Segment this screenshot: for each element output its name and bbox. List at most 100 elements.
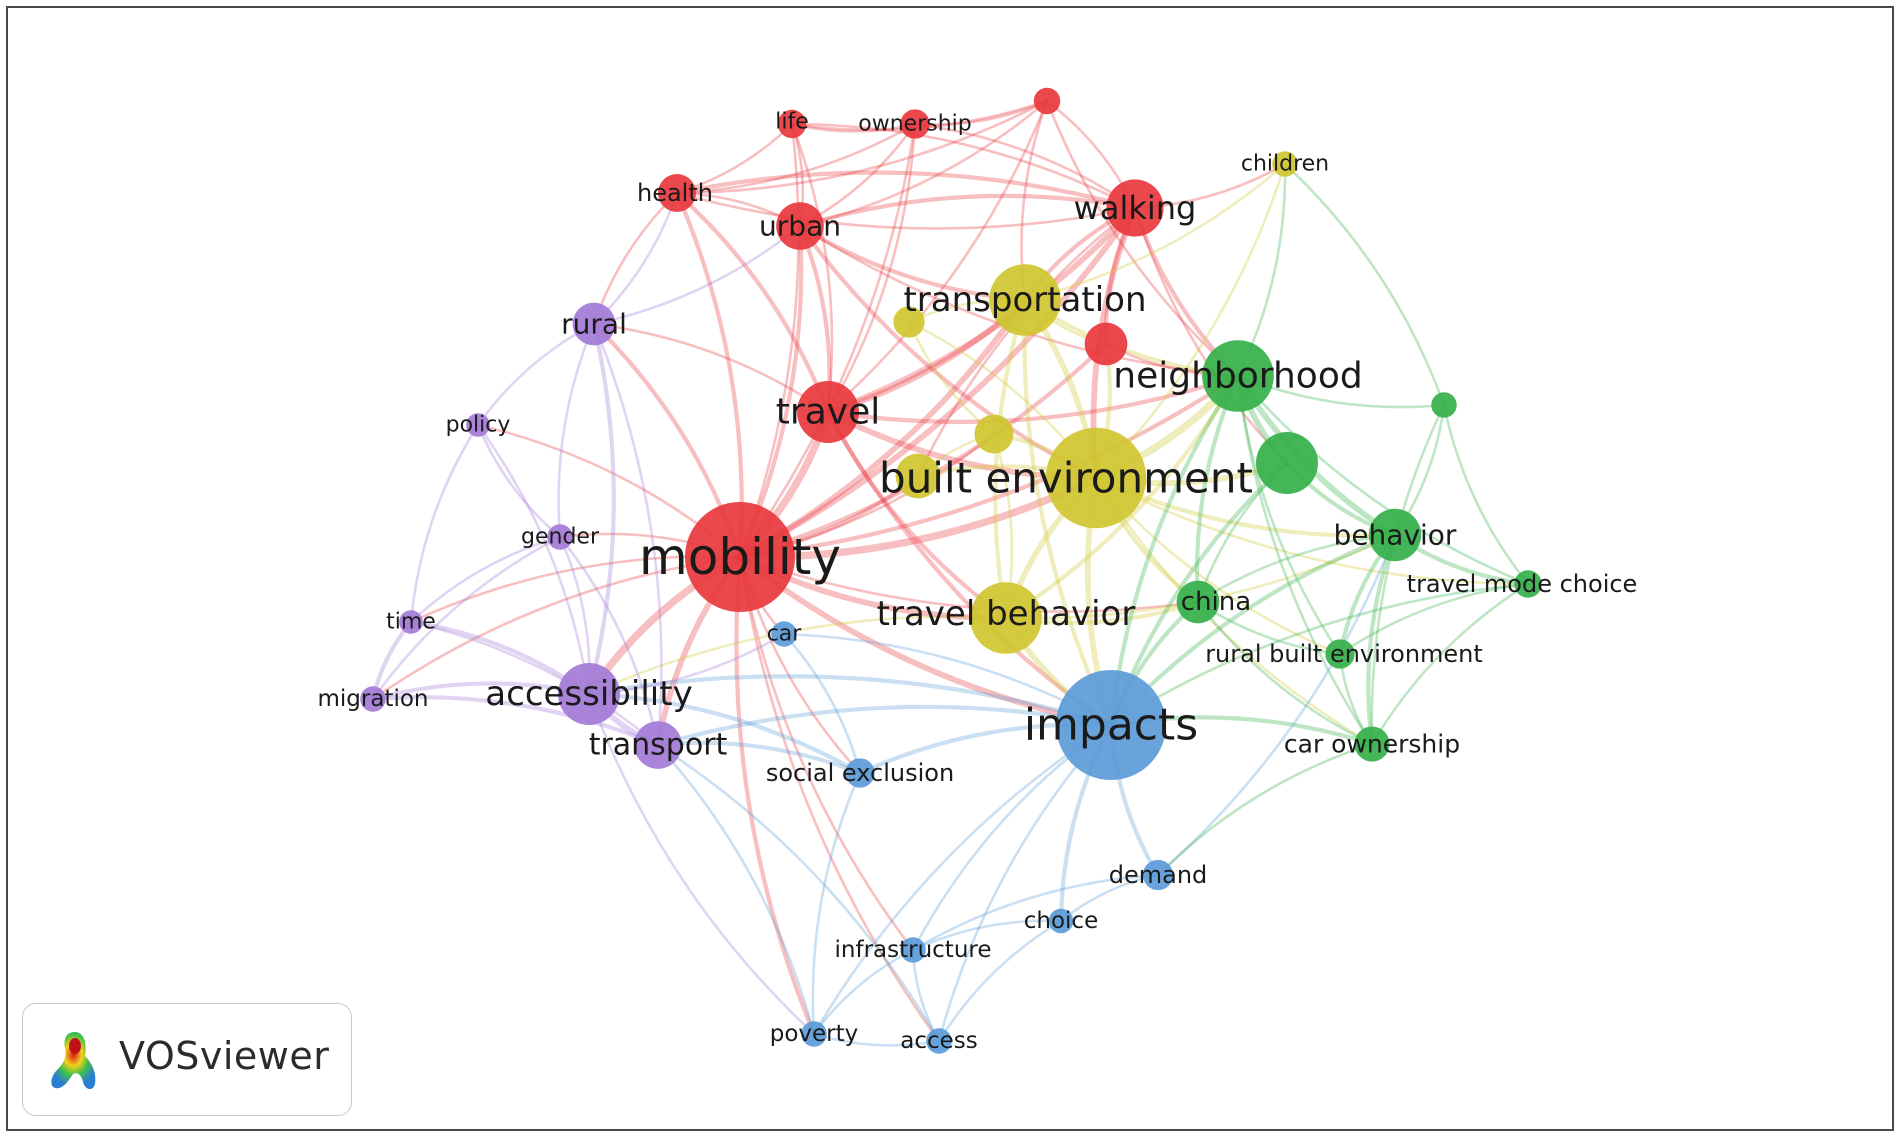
label-neighborhood[interactable]: neighborhood (1113, 356, 1362, 397)
node-life[interactable] (777, 109, 807, 139)
node-infrastructure[interactable] (900, 937, 926, 963)
node-red-unlabeled-top[interactable] (1033, 87, 1061, 115)
label-access[interactable]: access (900, 1028, 978, 1054)
link-urban-built-environment (797, 223, 1099, 481)
node-china[interactable] (1176, 580, 1220, 624)
node-access[interactable] (926, 1028, 952, 1054)
label-travel-mode-choice[interactable]: travel mode choice (1407, 570, 1638, 598)
node-rural-built-environment[interactable] (1325, 639, 1355, 669)
link-transportation-impacts (1022, 297, 1114, 728)
link-social-exclusion-accessibility (586, 691, 863, 776)
link-walking-urban (797, 193, 1138, 229)
link-social-exclusion-poverty (811, 771, 862, 1036)
link-policy-gender (476, 423, 562, 539)
link-neighborhood-travel-mode-choice (1236, 374, 1530, 586)
node-travel-behavior[interactable] (970, 582, 1042, 654)
label-poverty[interactable]: poverty (770, 1021, 859, 1047)
node-red-unlabeled-mid[interactable] (1084, 322, 1128, 366)
node-yellow-unlabeled-a[interactable] (893, 306, 925, 338)
link-green-unlabeled-b-travel-mode-choice (1442, 403, 1530, 586)
label-travel[interactable]: travel (776, 392, 880, 433)
label-policy[interactable]: policy (446, 413, 511, 438)
link-impacts-transport (655, 704, 1114, 748)
link-transport-rural (592, 322, 663, 747)
label-travel-behavior[interactable]: travel behavior (877, 594, 1136, 634)
node-walking[interactable] (1106, 179, 1164, 237)
map-frame (6, 6, 1894, 1131)
node-green-unlabeled-b[interactable] (1431, 392, 1457, 418)
node-ownership[interactable] (900, 109, 930, 139)
link-mobility-china (738, 555, 1200, 613)
label-infrastructure[interactable]: infrastructure (835, 937, 992, 963)
label-behavior[interactable]: behavior (1334, 519, 1457, 552)
node-social-exclusion[interactable] (845, 758, 875, 788)
label-car-ownership[interactable]: car ownership (1284, 730, 1460, 759)
label-transportation[interactable]: transportation (903, 280, 1146, 320)
label-mobility[interactable]: mobility (639, 528, 841, 586)
node-children[interactable] (1272, 151, 1298, 177)
node-built-environment[interactable] (1045, 427, 1147, 529)
node-neighborhood[interactable] (1202, 340, 1274, 412)
label-gender[interactable]: gender (521, 525, 600, 550)
node-migration[interactable] (360, 686, 386, 712)
label-transport[interactable]: transport (589, 728, 728, 763)
label-rural-built-environment[interactable]: rural built environment (1205, 640, 1483, 668)
label-rural[interactable]: rural (561, 308, 627, 341)
label-time[interactable]: time (386, 610, 436, 635)
node-policy[interactable] (466, 413, 490, 437)
link-transport-gender (558, 535, 660, 747)
link-health-red-unlabeled-top (675, 99, 1049, 195)
label-accessibility[interactable]: accessibility (485, 674, 692, 714)
node-yellow-unlabeled-c[interactable] (895, 453, 941, 499)
node-urban[interactable] (776, 202, 824, 250)
label-impacts[interactable]: impacts (1024, 700, 1198, 751)
node-mobility[interactable] (685, 502, 795, 612)
node-choice[interactable] (1048, 908, 1074, 934)
node-demand[interactable] (1142, 859, 1174, 891)
vosviewer-badge: VOSviewer (22, 1003, 352, 1116)
node-accessibility[interactable] (558, 663, 620, 725)
node-travel-mode-choice[interactable] (1514, 570, 1542, 598)
link-health-ownership (675, 122, 917, 195)
link-built-environment-travel-mode-choice (1094, 476, 1530, 586)
node-car-ownership[interactable] (1354, 726, 1390, 762)
label-walking[interactable]: walking (1074, 189, 1197, 227)
link-car-ownership-demand (1156, 742, 1374, 877)
label-built-environment[interactable]: built environment (879, 454, 1253, 503)
link-walking-health (674, 170, 1138, 211)
node-transport[interactable] (634, 721, 682, 769)
link-rural-urban (592, 224, 802, 326)
node-rural[interactable] (572, 302, 616, 346)
node-car[interactable] (771, 621, 797, 647)
link-layer (370, 99, 1531, 1047)
node-time[interactable] (399, 610, 423, 634)
label-demand[interactable]: demand (1109, 861, 1208, 889)
label-ownership[interactable]: ownership (858, 112, 971, 137)
link-travel-walking (825, 205, 1138, 415)
node-behavior[interactable] (1368, 508, 1422, 562)
label-migration[interactable]: migration (317, 686, 428, 712)
link-travel-rural (592, 322, 830, 414)
node-impacts[interactable] (1056, 670, 1166, 780)
node-transportation[interactable] (989, 264, 1061, 336)
label-social-exclusion[interactable]: social exclusion (766, 759, 954, 787)
label-children[interactable]: children (1241, 152, 1329, 177)
label-urban[interactable]: urban (759, 210, 841, 243)
label-choice[interactable]: choice (1024, 908, 1098, 934)
link-transportation-children (1023, 162, 1287, 302)
link-transport-time (409, 620, 660, 747)
link-neighborhood-car-ownership (1236, 374, 1374, 746)
node-travel[interactable] (797, 381, 859, 443)
node-yellow-unlabeled-b[interactable] (974, 414, 1014, 454)
node-gender[interactable] (547, 524, 573, 550)
node-green-unlabeled-a[interactable] (1256, 432, 1318, 494)
label-health[interactable]: health (637, 179, 713, 207)
link-accessibility-poverty (587, 692, 816, 1036)
label-china[interactable]: china (1181, 587, 1251, 617)
node-poverty[interactable] (801, 1021, 827, 1047)
label-life[interactable]: life (775, 110, 809, 135)
node-health[interactable] (658, 174, 696, 212)
label-layer: mobility travel walking urban health life owne… (317, 110, 1637, 1055)
label-car[interactable]: car (767, 622, 803, 647)
